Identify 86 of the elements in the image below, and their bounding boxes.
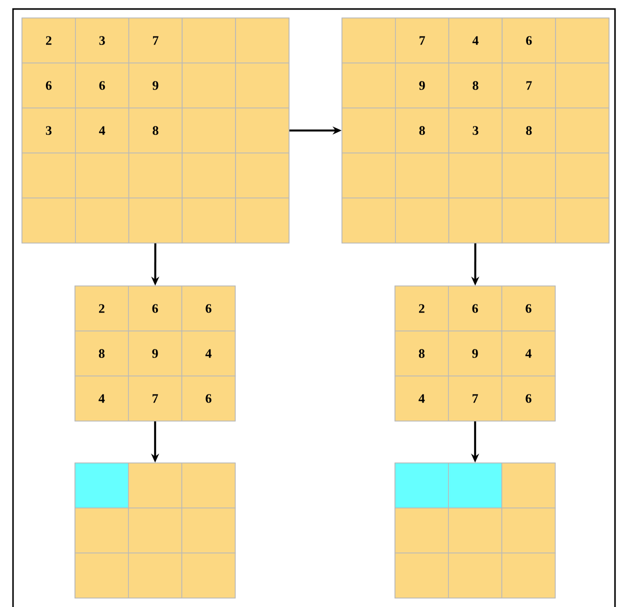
- grid-cell: [235, 62, 290, 108]
- highlighted-cell: [74, 462, 129, 508]
- grid-cell: [181, 508, 236, 554]
- grid-cell: [235, 108, 290, 154]
- number-cell: 4: [74, 376, 129, 422]
- number-cell: 8: [394, 330, 449, 376]
- grid-cell: [74, 552, 129, 598]
- number-cell: 6: [181, 286, 236, 332]
- grid-cell: [75, 198, 130, 244]
- number-cell: 6: [501, 286, 556, 332]
- grid-cell: [182, 198, 236, 244]
- grid-cell: [128, 152, 183, 198]
- grid-cell: [342, 18, 396, 64]
- grid-cell: [128, 462, 182, 508]
- grid-cell: [394, 552, 449, 598]
- number-cell: 8: [502, 108, 556, 154]
- number-cell: 3: [75, 18, 130, 64]
- grid-cell: [555, 108, 610, 154]
- number-cell: 9: [395, 62, 450, 108]
- number-cell: 8: [448, 62, 503, 108]
- number-cell: 6: [501, 376, 556, 422]
- grid-cell: [555, 62, 610, 108]
- grid-cell: [555, 198, 610, 244]
- number-cell: 3: [22, 108, 76, 154]
- highlighted-cell: [394, 462, 449, 508]
- grid-cell: [555, 152, 610, 198]
- grid-cell: [448, 198, 503, 244]
- grid-cell: [342, 198, 396, 244]
- number-cell: 9: [128, 330, 182, 376]
- grid-cell: [342, 62, 396, 108]
- number-cell: 6: [22, 62, 76, 108]
- grid-cell: [235, 198, 290, 244]
- grid-cell: [502, 152, 556, 198]
- number-cell: 7: [128, 376, 182, 422]
- grid-cell: [128, 198, 183, 244]
- number-cell: 2: [74, 286, 129, 332]
- grid-cell: [235, 152, 290, 198]
- grid-cell: [182, 152, 236, 198]
- grid-cell: [448, 508, 502, 554]
- number-cell: 3: [448, 108, 503, 154]
- number-cell: 4: [181, 330, 236, 376]
- number-cell: 6: [448, 286, 502, 332]
- number-cell: 6: [128, 286, 182, 332]
- grid-cell: [395, 198, 450, 244]
- number-cell: 2: [394, 286, 449, 332]
- grid-cell: [181, 552, 236, 598]
- number-cell: 8: [395, 108, 450, 154]
- number-cell: 4: [501, 330, 556, 376]
- grid-cell: [501, 552, 556, 598]
- grid-cell: [395, 152, 450, 198]
- grid-cell: [128, 508, 182, 554]
- grid-cell: [75, 152, 130, 198]
- number-cell: 6: [75, 62, 130, 108]
- number-cell: 7: [502, 62, 556, 108]
- grid-cell: [182, 18, 236, 64]
- number-cell: 4: [75, 108, 130, 154]
- grid-cell: [448, 152, 503, 198]
- grid-cell: [182, 62, 236, 108]
- grid-cell: [128, 552, 182, 598]
- grid-cell: [501, 508, 556, 554]
- number-cell: 8: [74, 330, 129, 376]
- number-cell: 7: [448, 376, 502, 422]
- grid-cell: [394, 508, 449, 554]
- number-cell: 7: [395, 18, 450, 64]
- number-cell: 4: [394, 376, 449, 422]
- grid-cell: [22, 152, 76, 198]
- number-cell: 8: [128, 108, 183, 154]
- number-cell: 6: [181, 376, 236, 422]
- grid-cell: [181, 462, 236, 508]
- grid-cell: [74, 508, 129, 554]
- number-cell: 4: [448, 18, 503, 64]
- grid-cell: [22, 198, 76, 244]
- grid-cell: [235, 18, 290, 64]
- grid-cell: [448, 552, 502, 598]
- grid-cell: [342, 108, 396, 154]
- grid-cell: [502, 198, 556, 244]
- number-cell: 6: [502, 18, 556, 64]
- number-cell: 2: [22, 18, 76, 64]
- number-cell: 9: [448, 330, 502, 376]
- grid-cell: [342, 152, 396, 198]
- number-cell: 9: [128, 62, 183, 108]
- grid-cell: [501, 462, 556, 508]
- highlighted-cell: [448, 462, 502, 508]
- grid-cell: [555, 18, 610, 64]
- grid-cell: [182, 108, 236, 154]
- number-cell: 7: [128, 18, 183, 64]
